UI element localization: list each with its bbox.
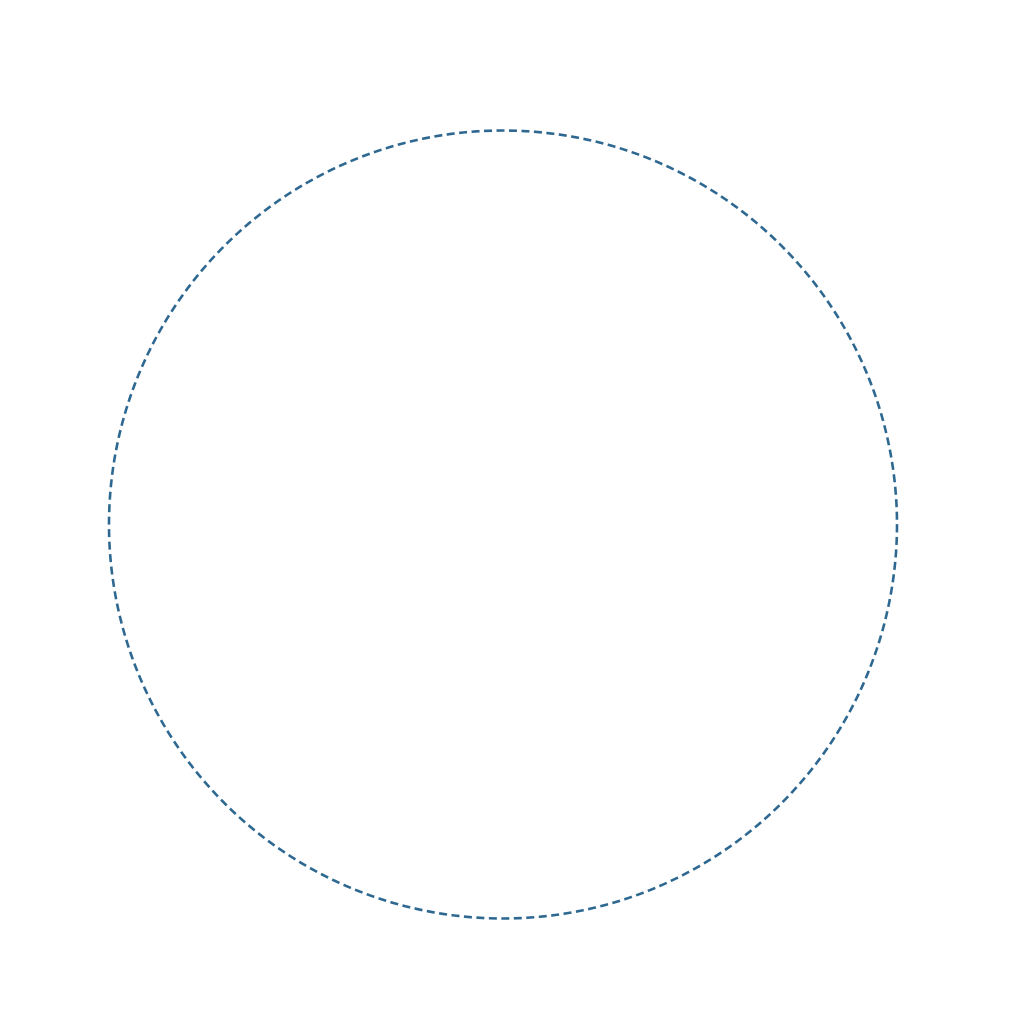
dashed-circle — [107, 129, 899, 920]
